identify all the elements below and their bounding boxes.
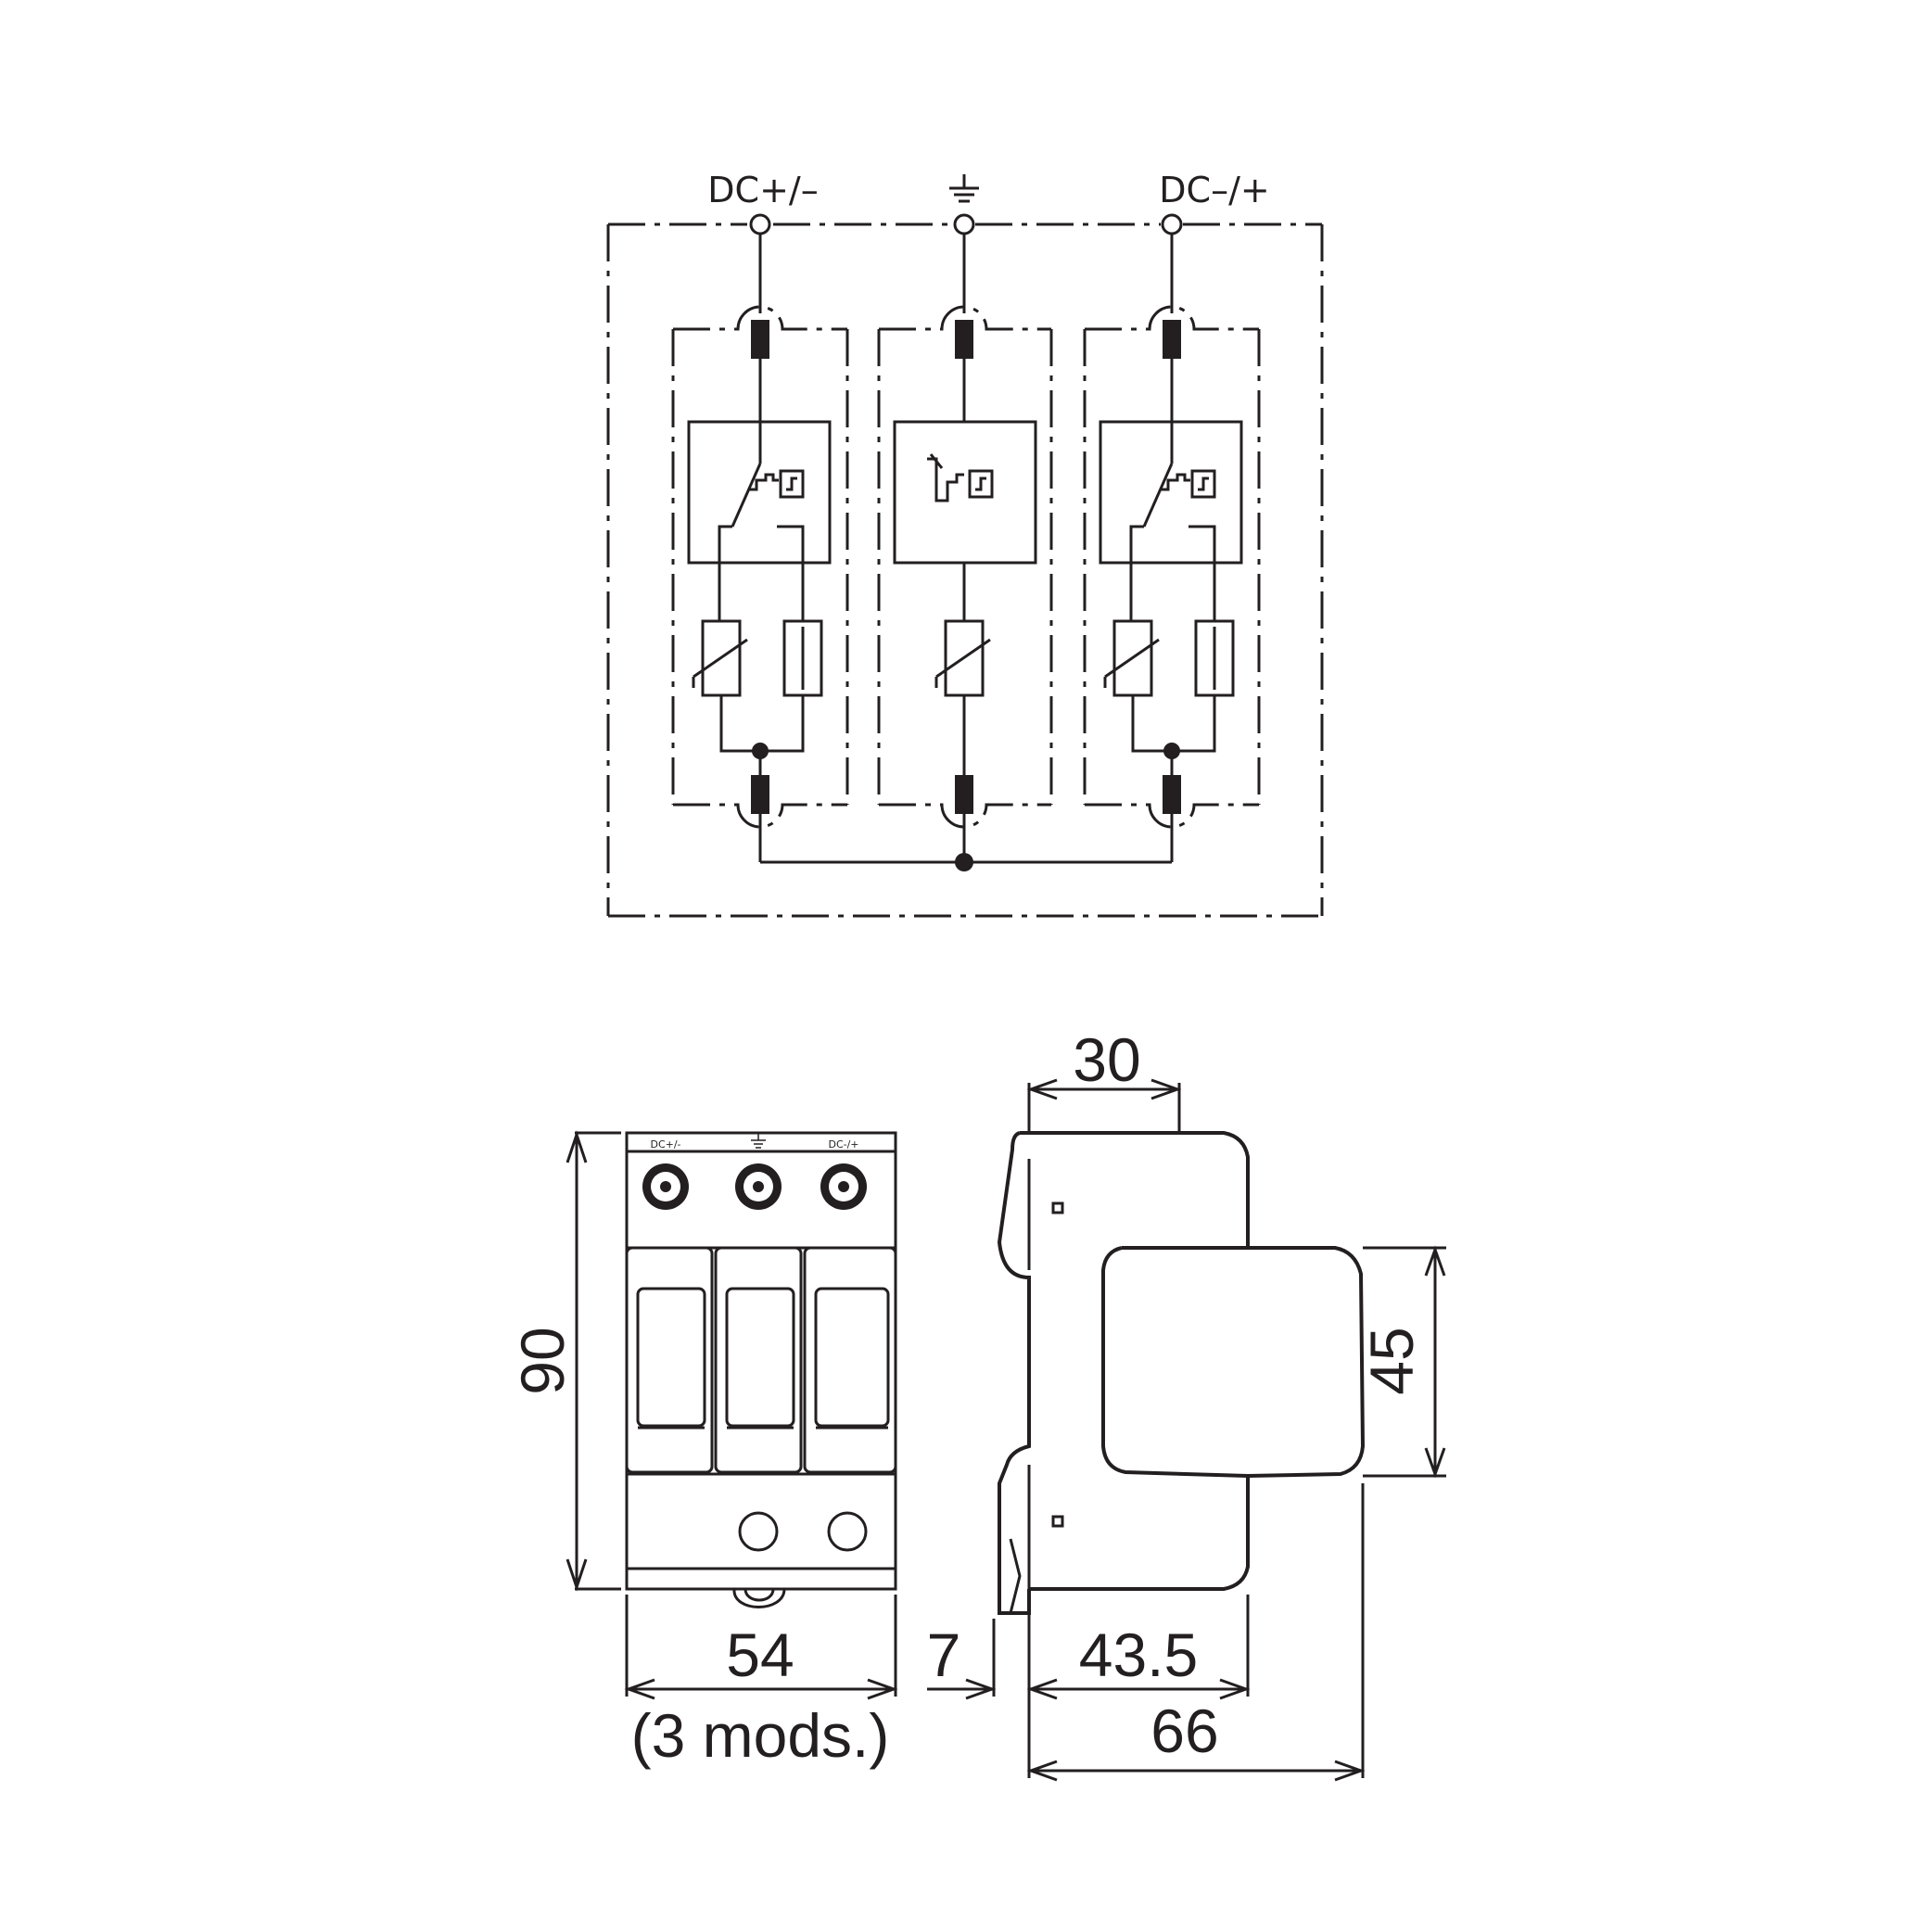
side-body-top <box>1020 1131 1250 1248</box>
dim-label-90: 90 <box>508 1327 577 1394</box>
indicator-window-1 <box>738 1511 779 1552</box>
dim-label-7: 7 <box>927 1621 961 1689</box>
earth-ground-icon <box>751 1133 766 1149</box>
dim-label-30: 30 <box>1073 1025 1140 1094</box>
terminal-label-right: DC–/+ <box>1159 170 1269 210</box>
din-rail-mount <box>997 1131 1031 1615</box>
side-plug-cover <box>1247 1246 1366 1478</box>
dim-label-modules: (3 mods.) <box>631 1701 890 1770</box>
module-middle <box>877 305 1053 829</box>
din-clip <box>732 1588 786 1608</box>
earth-ground-icon <box>949 174 979 203</box>
disconnector-box-left <box>687 420 832 565</box>
front-view: DC+/- DC-/+ <box>625 1131 897 1608</box>
fuse-bottom-left <box>751 775 769 814</box>
plug-module-3 <box>803 1246 897 1474</box>
terminal-screw-left <box>642 1163 689 1210</box>
module-left <box>671 305 849 829</box>
side-view <box>997 1131 1366 1615</box>
dimension-depth-43-5: 43.5 <box>1026 1595 1251 1778</box>
dim-label-66: 66 <box>1150 1697 1218 1765</box>
disconnector-box-right <box>1099 420 1243 565</box>
terminal-ground <box>953 213 975 235</box>
fuse-top-left <box>751 320 769 359</box>
terminal-left <box>749 213 771 235</box>
outer-enclosure <box>606 222 1324 918</box>
plug-module-2 <box>714 1246 803 1474</box>
module-right <box>1083 305 1261 829</box>
dimension-depth-66: 66 <box>1026 1483 1366 1782</box>
dimension-top-30: 30 <box>1026 1025 1182 1131</box>
dimension-rail-7: 7 <box>927 1619 997 1700</box>
dim-label-43-5: 43.5 <box>1079 1621 1198 1689</box>
front-label-left: DC+/- <box>650 1138 680 1150</box>
common-bus <box>758 814 1174 871</box>
circuit-schematic: DC+/– DC–/+ <box>606 170 1324 918</box>
dimension-height-90: 90 <box>508 1130 621 1592</box>
dim-label-54: 54 <box>726 1621 794 1689</box>
terminal-label-left: DC+/– <box>707 170 818 210</box>
plug-module-1 <box>625 1246 714 1474</box>
terminal-screw-right <box>820 1163 867 1210</box>
indicator-window-2 <box>827 1511 868 1552</box>
thermal-box-middle <box>893 420 1037 565</box>
dimension-cover-45: 45 <box>1357 1245 1446 1479</box>
terminal-right <box>1161 213 1183 235</box>
dimension-width-54: 54 (3 mods.) <box>624 1595 898 1770</box>
front-label-right: DC-/+ <box>828 1138 858 1150</box>
terminal-screw-middle <box>735 1163 782 1210</box>
dim-label-45: 45 <box>1357 1327 1426 1394</box>
